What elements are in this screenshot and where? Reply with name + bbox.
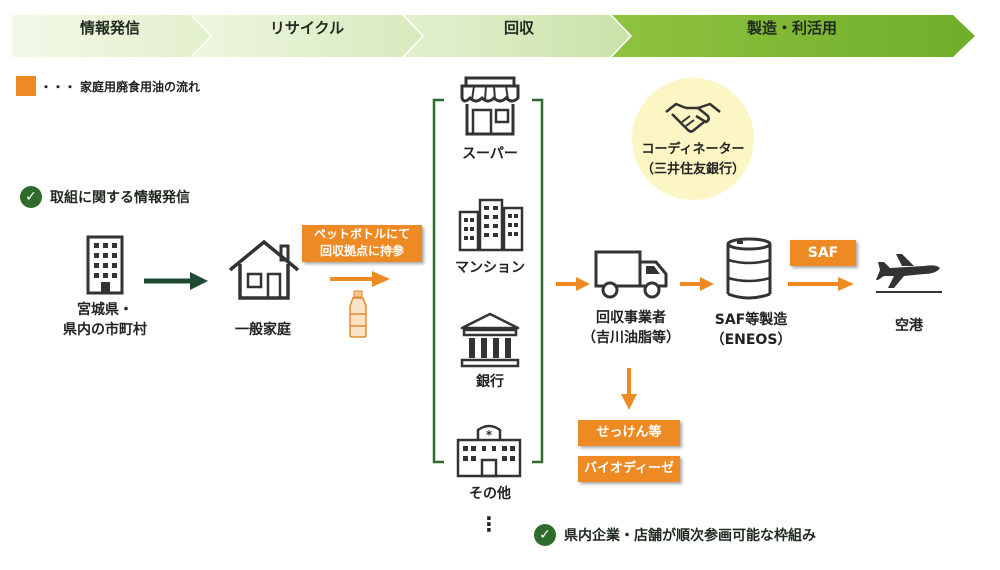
collection-point-bank: 銀行 bbox=[476, 374, 504, 390]
collection-point-supermarket: スーパー bbox=[462, 146, 518, 162]
info-note: ✓ 取組に関する情報発信 bbox=[20, 186, 190, 208]
collector-label-line2: （吉川油脂等） bbox=[582, 330, 680, 346]
check-icon: ✓ bbox=[534, 524, 556, 546]
collection-to-collector-arrow bbox=[556, 277, 590, 291]
stage-manufacture-shape bbox=[612, 15, 975, 57]
prefecture-label: 宮城県・ 県内の市町村 bbox=[40, 300, 170, 340]
coordinator-label-line2: （三井住友銀行） bbox=[640, 162, 745, 177]
participation-note-text: 県内企業・店舗が順次参画可能な枠組み bbox=[564, 528, 816, 544]
stage-bar bbox=[12, 15, 975, 57]
pet-bottle-icon bbox=[349, 290, 367, 338]
store-icon bbox=[460, 76, 520, 136]
participation-note: ✓ 県内企業・店舗が順次参画可能な枠組み bbox=[534, 524, 816, 546]
coordinator-label: コーディネーター （三井住友銀行） bbox=[630, 140, 756, 180]
prefecture-label-line2: 県内の市町村 bbox=[63, 322, 147, 338]
stage-manufacture: 製造・利活用 bbox=[746, 19, 837, 37]
collection-point-other: その他 bbox=[469, 486, 511, 502]
stage-info-shape bbox=[12, 15, 210, 57]
check-icon: ✓ bbox=[20, 186, 42, 208]
stage-collect: 回収 bbox=[503, 19, 534, 37]
byproduct-biodiesel: バイオディーゼル bbox=[578, 456, 680, 502]
prefecture-label-line1: 宮城県・ bbox=[77, 302, 133, 318]
legend-label: 家庭用廃食用油の流れ bbox=[80, 79, 201, 94]
collection-bracket bbox=[432, 98, 544, 464]
saf-maker-label: SAF等製造 （ENEOS） bbox=[696, 310, 806, 350]
bring-box: ペットボトルにて 回収拠点に持参 bbox=[302, 225, 422, 262]
household-label: 一般家庭 bbox=[235, 322, 291, 338]
airport-label: 空港 bbox=[895, 318, 923, 334]
stage-collect-shape bbox=[404, 15, 630, 57]
house-icon bbox=[228, 239, 300, 300]
truck-icon bbox=[594, 250, 668, 299]
svg-text:*: * bbox=[486, 428, 493, 442]
building-icon bbox=[86, 235, 124, 295]
legend: ・・・ 家庭用廃食用油の流れ bbox=[16, 76, 200, 96]
saf-maker-label-line1: SAF等製造 bbox=[714, 312, 788, 328]
hospital-icon: * bbox=[456, 424, 522, 478]
collector-label-line1: 回収事業者 bbox=[596, 310, 666, 326]
stage-info: 情報発信 bbox=[79, 19, 140, 37]
coordinator-label-line1: コーディネーター bbox=[641, 142, 745, 157]
info-note-text: 取組に関する情報発信 bbox=[50, 190, 190, 206]
byproduct-soap: せっけん等 bbox=[578, 420, 680, 446]
collector-down-arrow bbox=[621, 368, 637, 410]
legend-marker: ・・・ bbox=[40, 79, 77, 94]
airplane-icon bbox=[876, 254, 942, 293]
saf-box: SAF bbox=[790, 240, 856, 266]
handshake-icon bbox=[665, 102, 721, 133]
maker-to-airport-arrow bbox=[788, 277, 854, 291]
legend-swatch bbox=[16, 76, 36, 96]
drum-icon bbox=[726, 237, 772, 300]
stage-recycle-shape bbox=[192, 15, 422, 57]
stage-recycle: リサイクル bbox=[269, 19, 345, 37]
collector-to-maker-arrow bbox=[680, 277, 714, 291]
more-marker: ⋮ bbox=[479, 512, 499, 536]
coordinator-circle bbox=[632, 78, 754, 200]
collection-point-apartment: マンション bbox=[455, 260, 525, 276]
bring-box-line1: ペットボトルにて bbox=[313, 227, 410, 241]
bank-icon bbox=[460, 312, 520, 368]
bring-box-line2: 回収拠点に持参 bbox=[319, 244, 404, 258]
apartment-icon bbox=[458, 198, 524, 252]
info-arrow bbox=[144, 272, 208, 290]
collector-label: 回収事業者 （吉川油脂等） bbox=[566, 308, 696, 348]
household-to-collection-arrow bbox=[330, 271, 390, 287]
saf-maker-label-line2: （ENEOS） bbox=[710, 332, 792, 348]
